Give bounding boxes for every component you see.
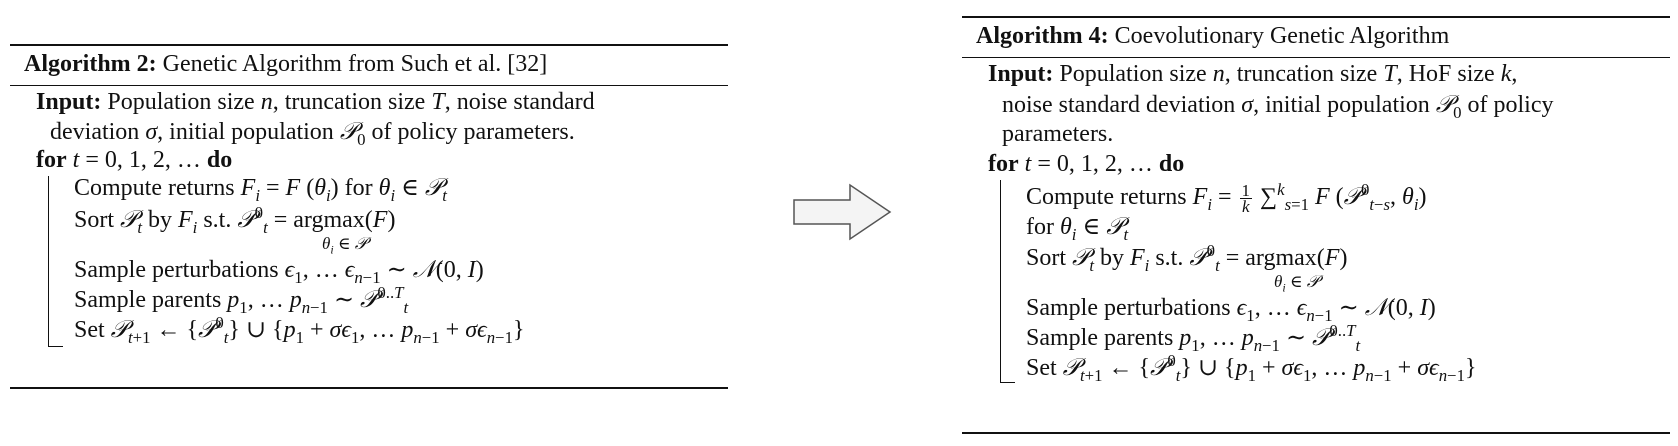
- top-rule: [962, 16, 1670, 18]
- step-parents: Sample parents p1, … pn−1 ∼ 𝒫0..Tt: [74, 283, 409, 317]
- title-rule: [10, 85, 728, 86]
- for-keyword: for: [36, 147, 67, 173]
- input-line-3: parameters.: [1002, 121, 1114, 147]
- input-text: Population size n, truncation size T, Ho…: [1059, 61, 1518, 87]
- step-sort: Sort 𝒫t by Fi s.t. 𝒫0t = argmax(F): [74, 203, 396, 237]
- for-line: for t = 0, 1, 2, … do: [988, 151, 1185, 177]
- do-keyword: do: [1158, 151, 1185, 177]
- argmax-subscript: θi ∈ 𝒫: [1274, 272, 1320, 295]
- input-keyword: Input:: [36, 89, 102, 115]
- step-set: Set 𝒫t+1 ← {𝒫0t} ∪ {p1 + σϵ1, … pn−1 + σ…: [1026, 351, 1477, 385]
- input-keyword: Input:: [988, 61, 1054, 87]
- input-line-2: noise standard deviation σ, initial popu…: [1002, 90, 1554, 122]
- step-compute: Compute returns Fi = F (θi) for θi ∈ 𝒫t: [74, 173, 447, 205]
- step-set: Set 𝒫t+1 ← {𝒫0t} ∪ {p1 + σϵ1, … pn−1 + σ…: [74, 313, 525, 347]
- input-line-1: Input: Population size n, truncation siz…: [988, 59, 1517, 89]
- algorithm-name: Coevolutionary Genetic Algorithm: [1114, 23, 1450, 49]
- step-perturb: Sample perturbations ϵ1, … ϵn−1 ∼ 𝒩(0, I…: [1026, 293, 1436, 325]
- for-line: for t = 0, 1, 2, … do: [36, 147, 233, 173]
- right-arrow-icon: [793, 183, 892, 241]
- step-perturb: Sample perturbations ϵ1, … ϵn−1 ∼ 𝒩(0, I…: [74, 255, 484, 287]
- for-keyword: for: [988, 151, 1019, 177]
- loop-bracket: [1000, 180, 1015, 383]
- algorithm-4-box: Algorithm 4: Coevolutionary Genetic Algo…: [962, 16, 1670, 434]
- input-line-2: deviation σ, initial population 𝒫0 of po…: [50, 117, 575, 149]
- bottom-rule: [962, 432, 1670, 434]
- loop-bracket: [48, 176, 63, 347]
- input-line-1: Input: Population size n, truncation siz…: [36, 87, 595, 117]
- input-text: Population size n, truncation size T, no…: [107, 89, 595, 115]
- bottom-rule: [10, 387, 728, 389]
- algorithm-label: Algorithm 4:: [976, 23, 1109, 49]
- do-keyword: do: [206, 147, 233, 173]
- algorithm-4-title: Algorithm 4: Coevolutionary Genetic Algo…: [976, 21, 1449, 51]
- step-parents: Sample parents p1, … pn−1 ∼ 𝒫0..Tt: [1026, 321, 1361, 355]
- algorithm-label: Algorithm 2:: [24, 51, 157, 77]
- step-sort: Sort 𝒫t by Fi s.t. 𝒫0t = argmax(F): [1026, 241, 1348, 275]
- argmax-subscript: θi ∈ 𝒫: [322, 234, 368, 257]
- title-rule: [962, 57, 1670, 58]
- top-rule: [10, 44, 728, 46]
- step-for-theta: for θi ∈ 𝒫t: [1026, 212, 1129, 244]
- algorithm-name: Genetic Algorithm from Such et al. [32]: [162, 51, 548, 77]
- algorithm-2-title: Algorithm 2: Genetic Algorithm from Such…: [24, 49, 547, 79]
- algorithm-2-box: Algorithm 2: Genetic Algorithm from Such…: [10, 44, 728, 389]
